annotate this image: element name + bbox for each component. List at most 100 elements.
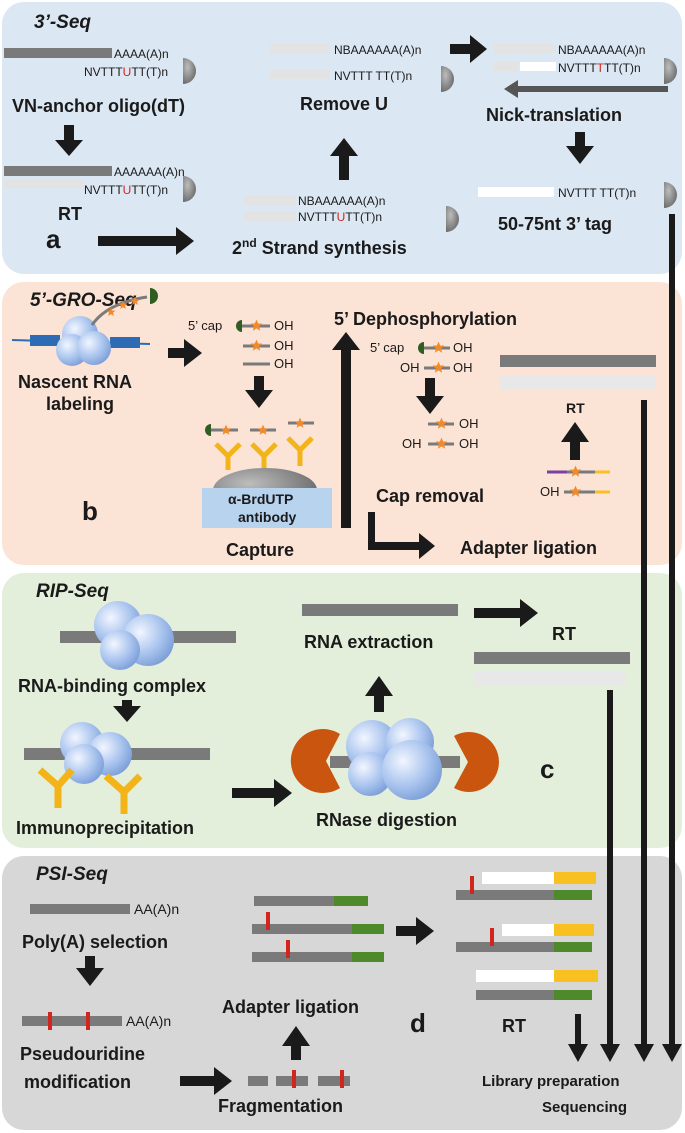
strand-white	[482, 872, 554, 884]
strand-light	[474, 672, 626, 686]
strand	[4, 166, 112, 176]
panel-c-letter: c	[540, 754, 554, 784]
antibody	[214, 442, 242, 470]
remove-u-label: Remove U	[300, 94, 388, 114]
primer-blocker	[183, 176, 196, 202]
arrow-from-c	[600, 690, 620, 1062]
polymerase	[77, 331, 111, 365]
antibody	[286, 436, 314, 466]
oh-label: OH	[400, 360, 420, 375]
library-label-1: Library preparation	[482, 1073, 620, 1090]
cap	[418, 342, 424, 354]
fragment	[456, 890, 554, 900]
antibody	[250, 442, 278, 470]
cap-label: 5’ cap	[370, 340, 404, 355]
gene-block	[30, 335, 60, 346]
complex	[382, 740, 442, 800]
oh-label: OH	[274, 338, 294, 353]
fragment	[476, 990, 554, 1000]
adapter-green	[334, 896, 368, 906]
pseudouridine	[48, 1012, 52, 1030]
arrow-down	[416, 378, 444, 414]
polymerase-arrow	[504, 80, 668, 98]
fragment	[456, 942, 554, 952]
strand-white	[502, 924, 554, 936]
strand-light	[4, 180, 84, 188]
complex-label: RNA-binding complex	[18, 676, 206, 696]
seq-label: AAAA(A)n	[114, 47, 169, 61]
adapter-green	[352, 924, 384, 934]
strand	[474, 652, 630, 664]
fragment	[252, 924, 352, 934]
polya-tail: AA(A)n	[134, 901, 179, 917]
seq-label: NBAAAAAA(A)n	[558, 43, 645, 57]
seq-label: NVTTT TT(T)n	[334, 69, 412, 83]
arrow-down	[76, 956, 104, 986]
strand-light	[494, 62, 518, 71]
adapter-yellow	[554, 924, 594, 936]
pseudouridine	[490, 928, 494, 946]
seq-label: AAAAAA(A)n	[114, 165, 185, 179]
strand	[4, 48, 112, 58]
strand-light	[270, 44, 330, 53]
arrow-right	[168, 339, 202, 367]
arrow-up	[330, 138, 358, 180]
oh-label: OH	[459, 416, 479, 431]
oh-label: OH	[453, 340, 473, 355]
primer-blocker	[664, 58, 677, 84]
antibody	[37, 767, 75, 808]
nascent-rna	[90, 295, 148, 326]
rt-label: RT	[502, 1016, 526, 1036]
antibody	[103, 773, 143, 814]
cap-removal-label: Cap removal	[376, 486, 484, 506]
mrna	[30, 904, 130, 914]
adapter-green	[352, 952, 384, 962]
pseudouridine	[286, 940, 290, 958]
panel-b-letter: b	[82, 496, 98, 526]
extraction-label: RNA extraction	[304, 632, 433, 652]
vn-anchor-label: VN-anchor oligo(dT)	[12, 96, 185, 116]
arrow-up	[365, 676, 393, 712]
primer-blocker	[183, 58, 196, 84]
strand-light	[244, 212, 296, 221]
adapter-green	[554, 990, 592, 1000]
oh-label: OH	[274, 318, 294, 333]
strand-white	[520, 62, 556, 71]
arrow-down	[113, 700, 141, 722]
rt-label: RT	[552, 624, 576, 644]
fragment	[252, 952, 352, 962]
pseudouridine	[340, 1070, 344, 1088]
polya-tail: AA(A)n	[126, 1013, 171, 1029]
seq-label: NVTTTUTT(T)n	[84, 65, 168, 79]
seq-label: NBAAAAAA(A)n	[298, 194, 385, 208]
complex	[348, 752, 392, 796]
pseudouridine	[266, 912, 270, 930]
oh-label: OH	[402, 436, 422, 451]
arrow-right	[232, 779, 292, 807]
pseudouridine	[470, 876, 474, 894]
antibody-label-1: α-BrdUTP	[228, 491, 293, 507]
arrow-right	[396, 917, 434, 945]
rnase	[454, 732, 499, 793]
cap	[150, 288, 158, 304]
adapter-label: Adapter ligation	[460, 538, 597, 558]
arrow-right	[474, 599, 538, 627]
arrow-from-d	[568, 1014, 588, 1062]
arrow-down	[55, 125, 83, 156]
pseudo-label-2: modification	[24, 1072, 131, 1092]
tag-label: 50-75nt 3’ tag	[498, 214, 612, 234]
seq-label: NVTTT TT(T)n	[558, 186, 636, 200]
pseudo-label-1: Pseudouridine	[20, 1044, 145, 1064]
adapter-yellow	[554, 872, 596, 884]
primer-blocker	[664, 182, 677, 208]
complex	[64, 744, 104, 784]
strand-light	[270, 70, 330, 79]
seq-label: NVTTTTTT(T)n	[558, 61, 641, 75]
adapter-label: Adapter ligation	[222, 997, 359, 1017]
rt-label: RT	[566, 400, 585, 416]
panel-b-title: 5’-GRO-Seq	[30, 290, 137, 311]
ip-label: Immunoprecipitation	[16, 818, 194, 838]
complex	[100, 630, 140, 670]
capture-label: Capture	[226, 540, 294, 560]
fragment	[318, 1076, 350, 1086]
